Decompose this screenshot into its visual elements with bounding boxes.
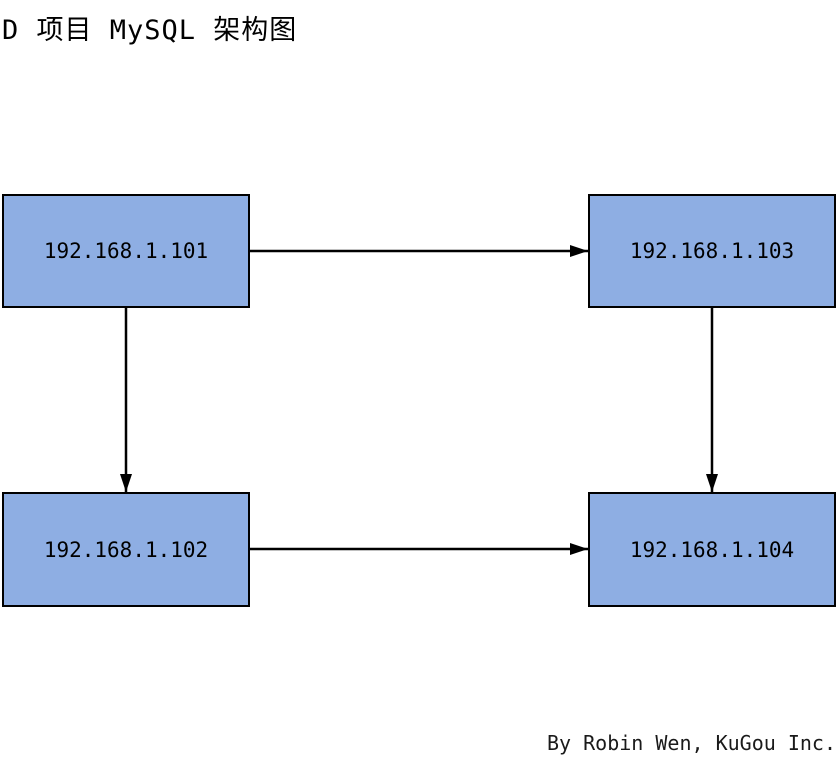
credit-text: By Robin Wen, KuGou Inc. xyxy=(547,731,836,755)
node-192-168-1-104: 192.168.1.104 xyxy=(588,492,836,607)
node-label-102: 192.168.1.102 xyxy=(43,537,209,562)
node-label-103: 192.168.1.103 xyxy=(629,239,795,263)
node-192-168-1-102: 192.168.1.102 xyxy=(2,492,250,607)
diagram-title: D 项目 MySQL 架构图 xyxy=(2,15,298,46)
node-192-168-1-103: 192.168.1.103 xyxy=(588,194,836,308)
node-label-101: 192.168.1.101 xyxy=(43,239,209,263)
node-label-104: 192.168.1.104 xyxy=(629,537,795,562)
node-192-168-1-101: 192.168.1.101 xyxy=(2,194,250,308)
